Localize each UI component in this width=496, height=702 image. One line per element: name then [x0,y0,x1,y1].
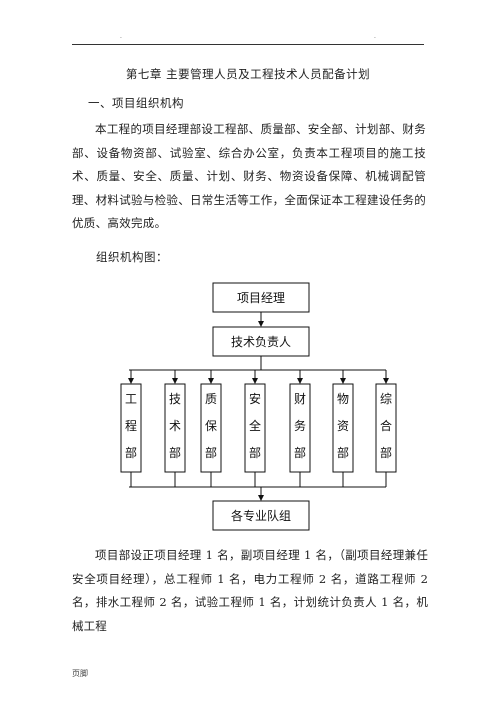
project-manager-label: 项目经理 [237,291,285,305]
department-label-char: 技 [169,392,181,406]
tech-lead-box [212,326,310,357]
staffing-paragraph: 项目部设正项目经理 1 名，副项目经理 1 名，（副项目经理兼任安全项目经理），… [72,548,428,633]
department-label-char: 质 [205,392,217,406]
department-label-char: 综 [380,392,392,406]
department-label-char: 务 [294,418,306,433]
section-heading: 一、项目组织机构 [88,96,184,110]
team-groups-label: 各专业队组 [231,508,291,523]
department-label-char: 全 [249,418,261,433]
department-label-char: 术 [169,419,181,433]
department-label-char: 部 [294,445,306,460]
department-label-char: 工 [125,392,137,406]
department-label-char: 部 [337,445,349,460]
department-label-char: 财 [294,392,306,406]
department-label-char: 物 [337,392,349,406]
intro-paragraph: 本工程的项目经理部设工程部、质量部、安全部、计划部、财务部、设备物资部、试验室、… [72,122,426,231]
department-label-char: 保 [205,419,217,433]
department-label-char: 部 [205,445,217,460]
department-label-char: 合 [380,418,392,433]
department-label-char: 部 [380,445,392,460]
department-label-char: 部 [169,445,181,460]
tech-lead-label: 技术负责人 [231,335,291,349]
header-dot-left: . [120,33,122,40]
org-chart-label: 组织机构图： [96,250,168,264]
department-label-char: 部 [125,445,137,460]
department-label-char: 资 [337,419,349,433]
project-manager-box [212,282,310,313]
department-label-char: 程 [125,418,137,433]
team-groups-box [212,500,310,531]
department-label-char: 部 [249,445,261,460]
page-footer: 页脚 [72,669,88,678]
header-dot-right: . [374,33,376,40]
chapter-title: 第七章 主要管理人员及工程技术人员配备计划 [125,67,371,81]
department-label-char: 安 [249,391,261,406]
header-rule [72,44,424,45]
